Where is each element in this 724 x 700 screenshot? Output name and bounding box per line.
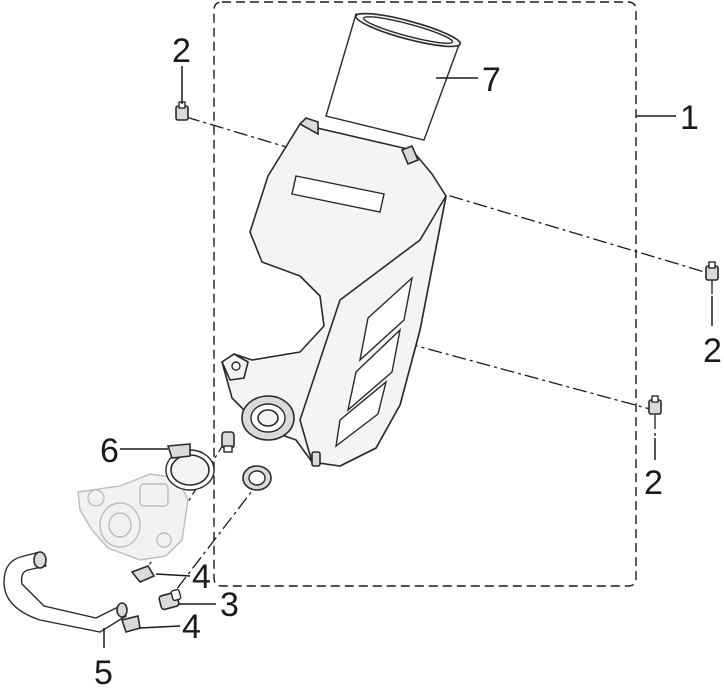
- breather-hose: [3, 551, 128, 633]
- small-clamp-lower: [120, 615, 141, 633]
- throttle-body-ghost: [77, 473, 189, 561]
- bolt-top-left: [175, 101, 189, 121]
- callout-2-right-upper: 2: [703, 332, 722, 370]
- callout-3: 3: [220, 586, 239, 624]
- callout-4-upper: 4: [192, 558, 211, 596]
- drain-plug: [158, 588, 182, 611]
- assembly-boundary-dashed: [213, 1, 637, 587]
- callout-4-lower: 4: [182, 608, 201, 646]
- air-box-housing: [221, 117, 447, 467]
- small-clamp-upper: [130, 565, 156, 583]
- drain-fitting: [221, 431, 235, 453]
- callout-2-right-lower: 2: [644, 464, 663, 502]
- leader-lines: [103, 66, 713, 648]
- callout-7: 7: [482, 61, 501, 99]
- hose-clamp: [165, 443, 215, 491]
- bolt-right-upper: [705, 261, 719, 281]
- callout-6: 6: [100, 432, 119, 470]
- callout-1: 1: [680, 99, 699, 137]
- callout-5: 5: [94, 654, 113, 692]
- intake-funnel: [325, 12, 462, 141]
- callout-2-top-left: 2: [172, 32, 191, 70]
- connector-grommet: [242, 465, 272, 491]
- bolt-right-lower: [648, 395, 662, 415]
